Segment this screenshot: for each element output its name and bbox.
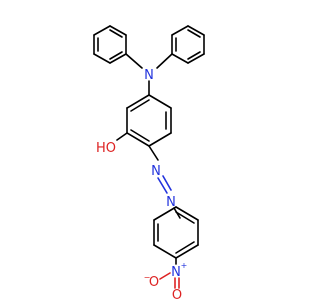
atom-o-nitro-bottom: O [172,288,182,300]
atom-hydroxyl: HO [96,141,116,156]
bond-n-o-nitro-single [159,272,171,280]
atom-n-azo-2: N [166,195,176,210]
phenyl-ring-left [93,25,127,64]
bond-n-phenyl-left [125,53,143,69]
bond-c-oh [116,132,128,141]
bond-c-n-azo [148,145,159,161]
atom-n-amine: N [144,68,154,83]
atom-o-nitro-left: O [149,275,159,290]
bond-n-n-azo-a [157,177,168,194]
bond-n-phenyl-right [156,53,173,69]
nitrophenyl-ring [153,206,199,259]
structure-drawing: N HO N N N + O O − [93,25,205,300]
atom-n-nitro: N [171,265,181,280]
molecule-canvas: N HO N N N + O O − [93,25,205,300]
central-ring [126,94,172,147]
atom-n-azo-1: N [151,164,161,179]
charge-o-nitro-left: − [144,273,151,282]
charge-n-nitro: + [181,261,188,270]
phenyl-ring-right [171,25,205,64]
bond-n-n-azo-b [162,175,172,191]
